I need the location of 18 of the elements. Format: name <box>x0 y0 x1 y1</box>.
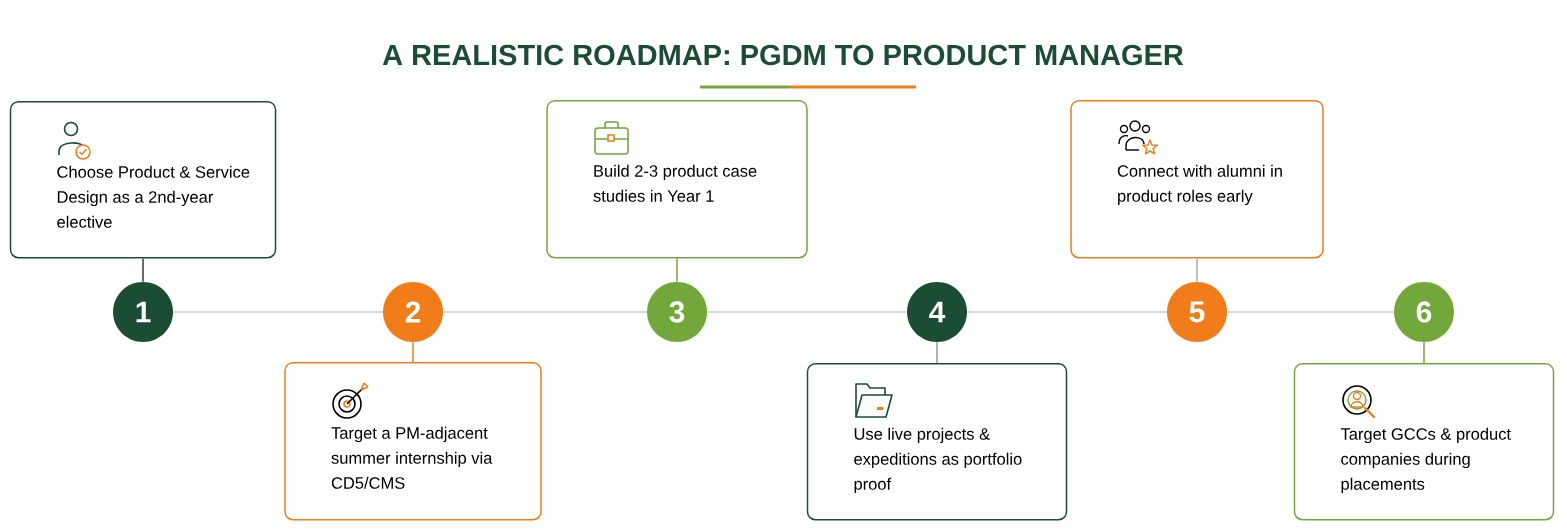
connector-line <box>412 341 414 363</box>
timeline-line <box>1226 311 1395 313</box>
connector-line <box>142 257 144 283</box>
connector-line <box>1196 257 1198 283</box>
title: A REALISTIC ROADMAP: PGDM TO PRODUCT MANAGER <box>382 44 1184 66</box>
timeline-line <box>172 311 384 313</box>
connector-line <box>676 257 678 283</box>
connector-line <box>936 341 938 364</box>
step-card: Target a PM-adjacent summer internship via CD5/CMS <box>284 362 542 521</box>
step-card: Choose Product & Service Design as a 2nd-year elective <box>9 101 277 259</box>
connector-line <box>1423 341 1425 364</box>
step-card: Connect with alumni in product roles early <box>1070 100 1324 259</box>
step-card: Use live projects & expeditions as portfolio proof <box>806 363 1068 521</box>
timeline-line <box>442 311 648 313</box>
timeline-line <box>966 311 1168 313</box>
step-card: Target GCCs & product companies during placements <box>1293 363 1555 521</box>
step-card: Build 2-3 product case studies in Year 1 <box>546 100 808 259</box>
timeline-line <box>706 311 908 313</box>
